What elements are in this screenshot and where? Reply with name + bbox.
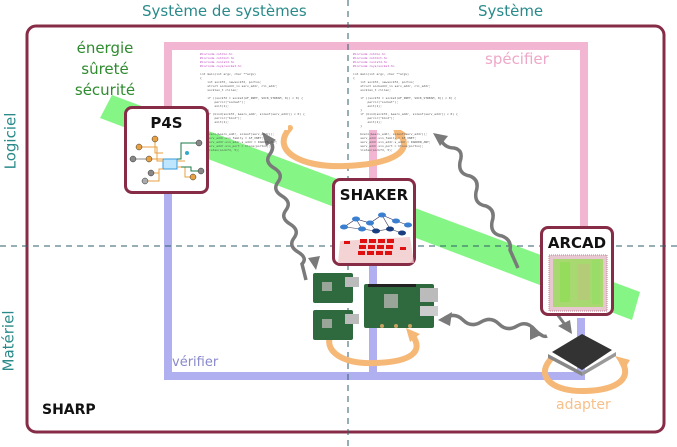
quality-list: énergie sûreté sécurité [72,38,138,101]
project-arcad[interactable]: ARCAD [540,226,614,316]
verify-loop [326,325,420,367]
platform-label: SHARP [42,402,96,418]
code-listing-left [198,50,288,130]
specify-label: spécifier [485,50,549,68]
project-p4s-title: P4S [150,114,183,132]
project-arcad-title: ARCAD [547,234,607,252]
raspberry-pi-boards [313,273,438,340]
quality-security: sécurité [74,81,136,99]
row-header-software: Logiciel [1,112,20,170]
quality-safety: sûreté [81,60,129,78]
verify-label: vérifier [172,355,219,370]
code-listing-right [352,50,440,130]
chip-layout-icon [548,254,608,312]
network-diagram-icon [129,135,205,185]
column-header-system: Système [478,2,544,20]
column-header-system-of-systems: Système de systèmes [142,2,307,20]
project-shaker[interactable]: SHAKER [332,178,416,266]
graph-heatmap-icon [338,212,414,263]
sharp-frame [25,24,666,434]
wavy-arrow-spec-to-pi [262,132,320,281]
quality-energy: énergie [76,39,134,57]
microcontroller-chip [548,334,616,376]
adapt-label: adapter [556,397,611,413]
wavy-arrow-pi-to-chip [438,312,548,340]
row-header-hardware: Matériel [0,310,18,372]
wavy-arrow-arcad-to-spec [433,133,520,269]
code-text-left: #include <stdio.h> #include <stdint.h> #… [200,52,305,152]
project-shaker-title: SHAKER [339,186,409,204]
project-p4s[interactable]: P4S [124,106,209,194]
code-text-right: #include <stdio.h> #include <stdint.h> #… [353,52,458,152]
adapt-loop [541,356,630,395]
